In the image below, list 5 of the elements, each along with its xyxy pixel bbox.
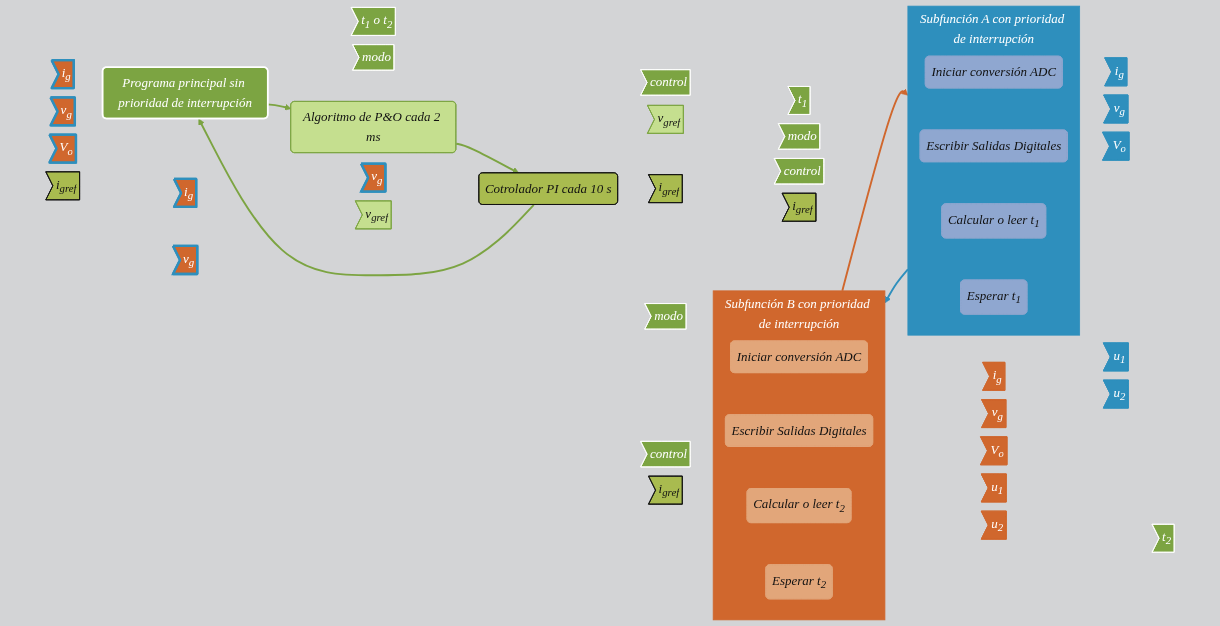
arrow bbox=[267, 103, 292, 111]
arrow bbox=[455, 142, 520, 174]
arrow bbox=[841, 88, 909, 292]
arrow bbox=[884, 268, 909, 304]
arrow bbox=[198, 118, 535, 277]
